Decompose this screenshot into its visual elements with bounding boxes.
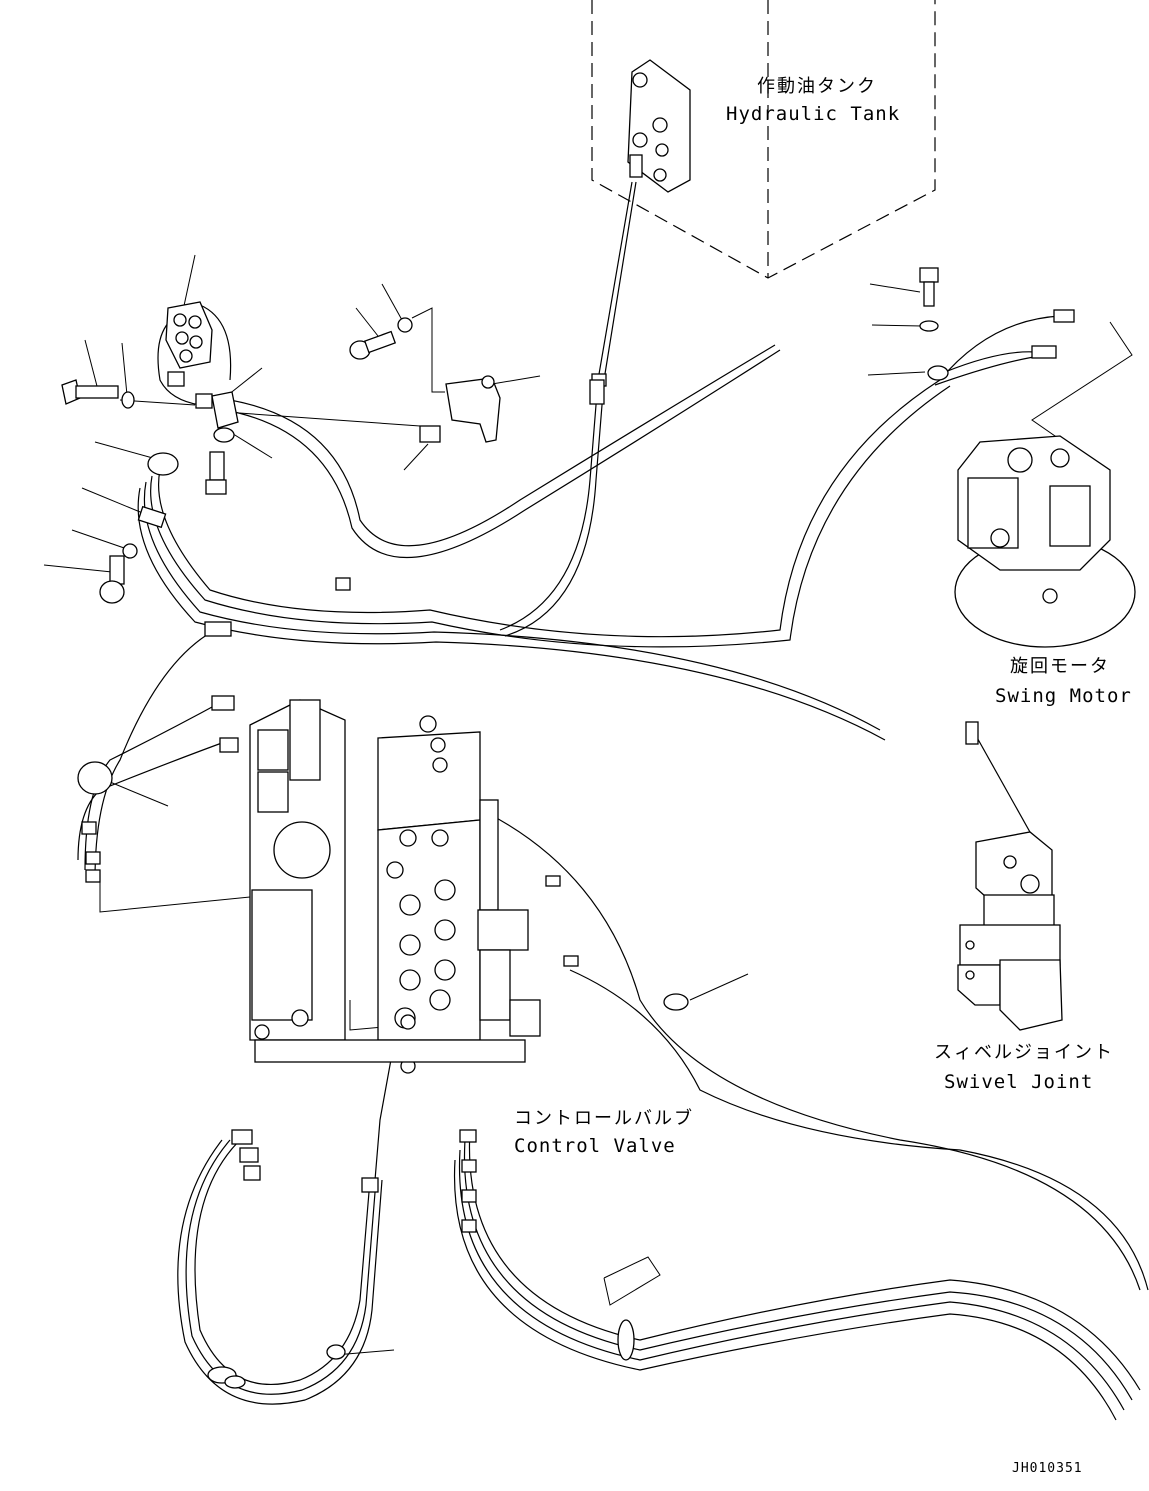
control-valve-label-jp: コントロールバルブ (514, 1107, 694, 1129)
swing-motor-label-en: Swing Motor (995, 685, 1132, 707)
swing-motor-bolt (919, 267, 939, 307)
control-valve-left-fittings (77, 621, 239, 883)
bolt-3 (349, 330, 397, 360)
drawing-code: JH010351 (1012, 1461, 1083, 1476)
swing-motor (954, 435, 1136, 648)
swing-hose-fitting-2 (1031, 345, 1057, 359)
right-hose-clamp (663, 993, 689, 1011)
upper-left-block (165, 301, 213, 409)
tank-port-plate (627, 59, 691, 193)
swing-motor-label-jp: 旋回モータ (1010, 656, 1110, 677)
hose-clamp-2 (137, 505, 167, 529)
control-valve (249, 699, 541, 1074)
swivel-hose-fitting (965, 721, 979, 745)
swivel-joint (957, 831, 1063, 1031)
right-hose-fitting-2 (563, 955, 579, 967)
hydraulic-tank-label-en: Hydraulic Tank (726, 103, 900, 125)
washer-3 (397, 317, 413, 333)
washer-2 (122, 543, 138, 559)
hose-clamp-1 (147, 452, 179, 476)
lower-right-clamp (617, 1319, 635, 1361)
washer-1 (121, 391, 135, 409)
leader-lines (43, 254, 1133, 1356)
swing-motor-clamp (927, 365, 949, 381)
bracket (419, 375, 501, 443)
swivel-joint-label-jp: スィベルジョイント (934, 1042, 1114, 1063)
lower-left-clamp (326, 1344, 346, 1360)
hydraulic-tank: 作動油タンク Hydraulic Tank (591, 0, 936, 279)
swing-motor-washer (919, 320, 939, 332)
right-hose-fitting-1 (545, 875, 561, 887)
hydraulic-tank-label-jp: 作動油タンク (757, 76, 877, 97)
bolt-2 (99, 555, 125, 604)
lower-right-fittings (459, 1129, 477, 1233)
main-hose-fitting-3 (335, 577, 351, 591)
swivel-joint-label-en: Swivel Joint (944, 1071, 1093, 1093)
upper-left-clamp-block (205, 391, 239, 495)
swing-hose-fitting-1 (1053, 309, 1075, 323)
hose-lines (77, 181, 1149, 1421)
lower-left-fittings (207, 1129, 379, 1389)
bolt-1 (61, 379, 119, 405)
control-valve-label-en: Control Valve (514, 1135, 676, 1157)
main-hose-fitting-2 (589, 379, 605, 405)
